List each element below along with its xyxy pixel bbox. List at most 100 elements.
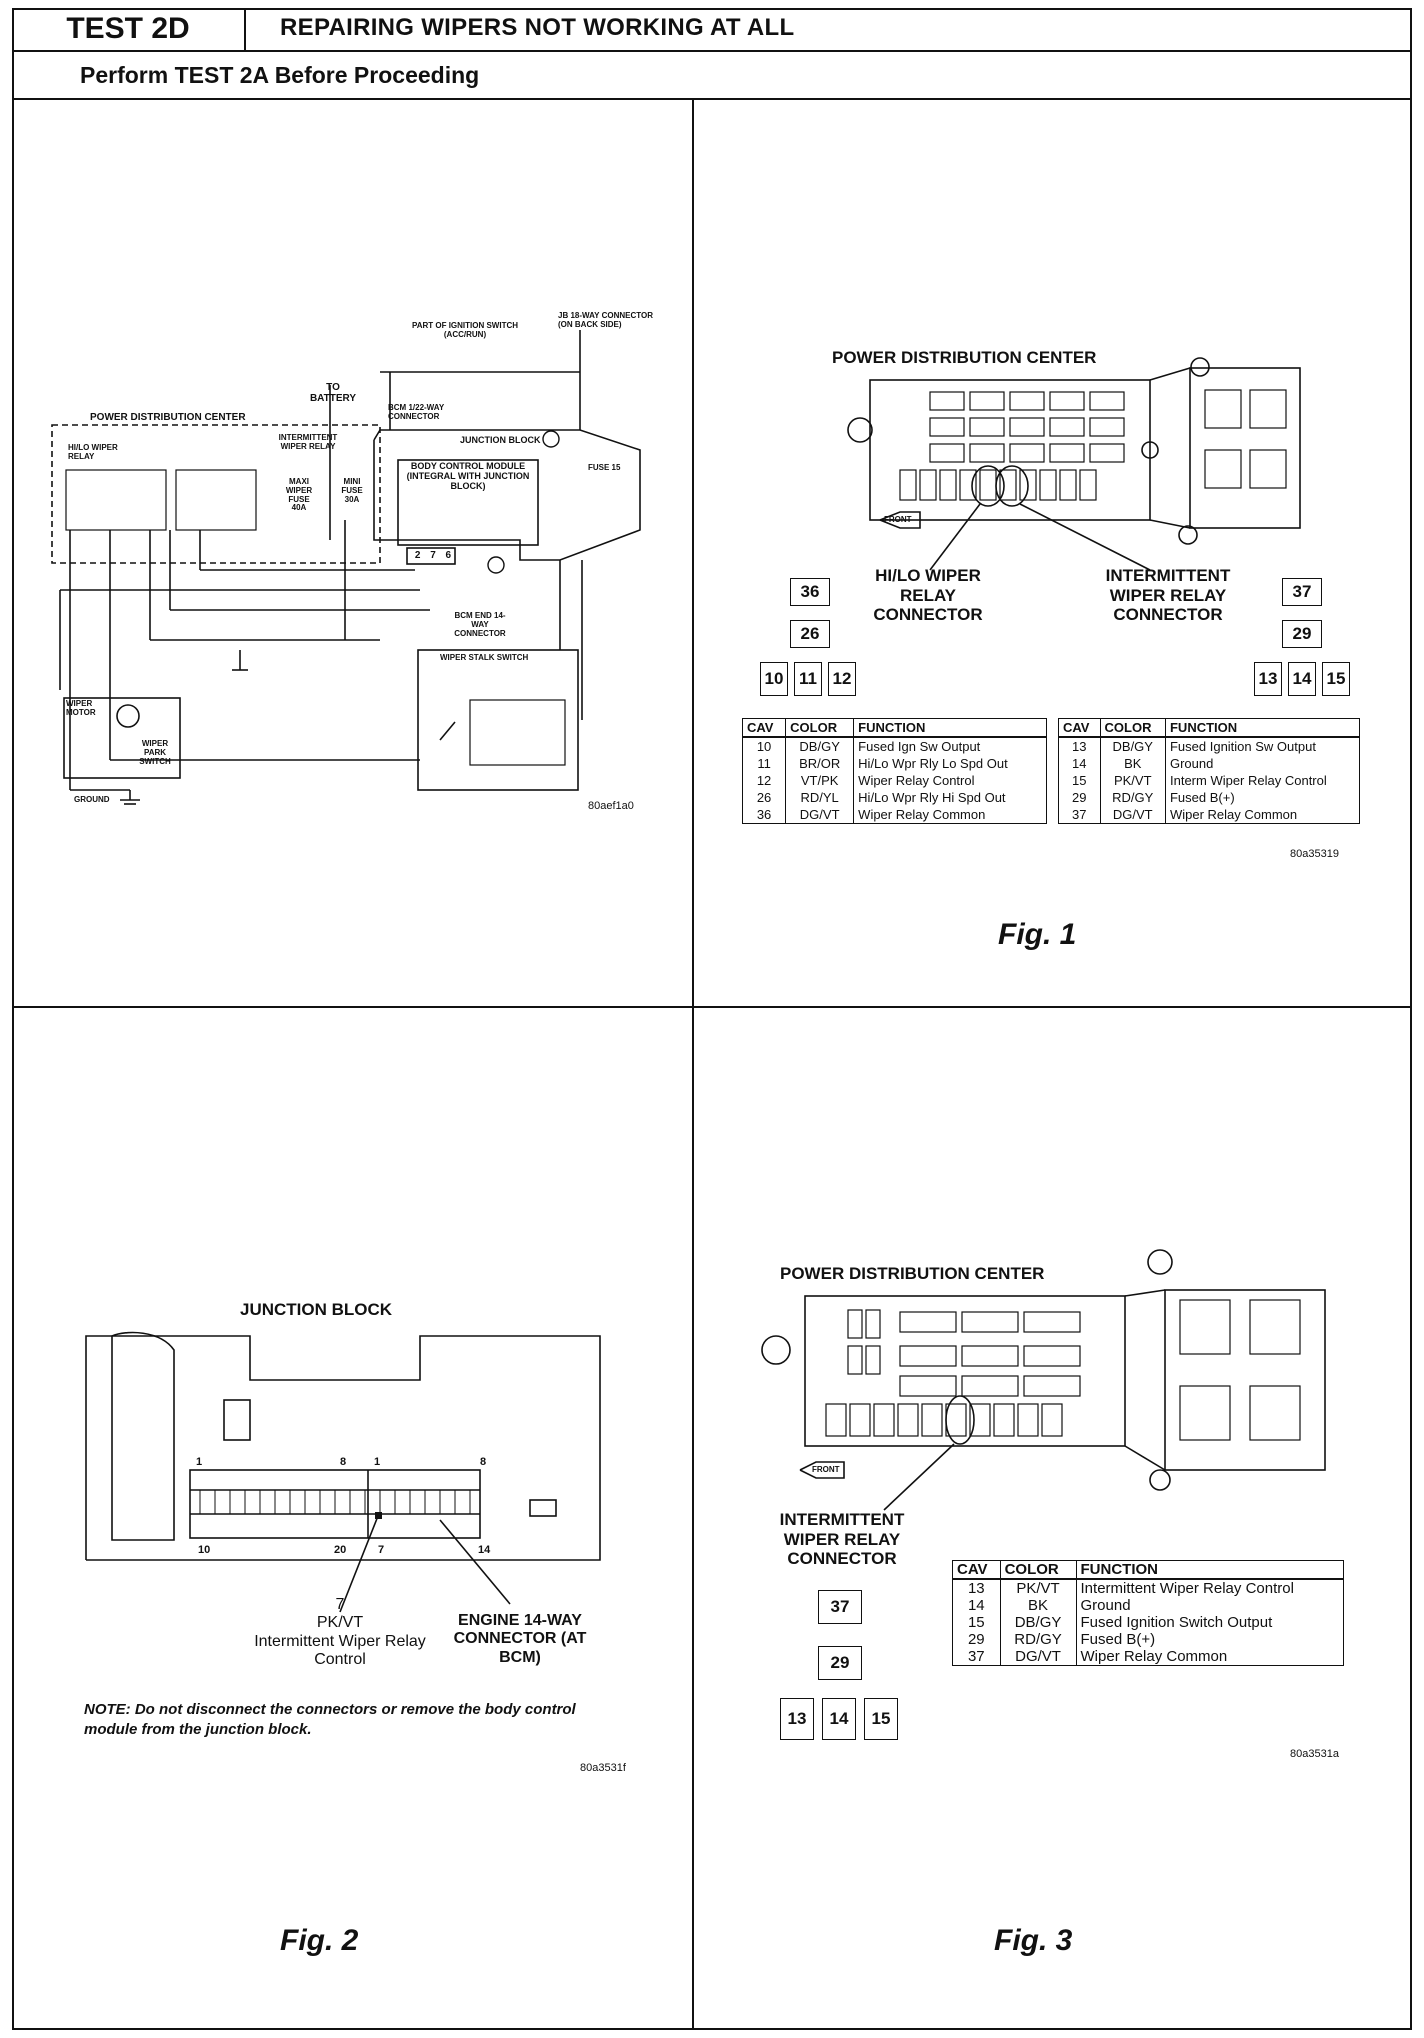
fig3-int-pin: 15	[864, 1698, 898, 1740]
fig1-hilo-pin-mid: 26	[790, 620, 830, 648]
fig2-callout-color: PK/VT	[316, 1614, 364, 1632]
schematic-label-to-battery: TO BATTERY	[309, 382, 357, 404]
test-title: REPAIRING WIPERS NOT WORKING AT ALL	[280, 14, 795, 41]
bcm-pin: 6	[445, 550, 452, 561]
note-label: NOTE:	[84, 1701, 131, 1718]
cav-cell: 37	[952, 1648, 1001, 1666]
pin-number: 7	[378, 1544, 385, 1556]
fig1-int-pin: 13	[1254, 662, 1282, 696]
cav-cell: 13	[1058, 737, 1101, 755]
page-frame	[12, 8, 1412, 2030]
color-cell: PK/VT	[999, 1579, 1077, 1597]
cav-cell: 12	[741, 772, 787, 789]
cav-cell: 14	[1058, 755, 1101, 772]
function-cell: Hi/Lo Wpr Rly Lo Spd Out	[853, 755, 1047, 772]
table-header: CAV	[952, 1560, 1001, 1580]
bcm-pin: 2	[414, 550, 421, 561]
color-cell: DB/GY	[1099, 737, 1166, 755]
pin-number: 8	[480, 1456, 487, 1468]
schematic-label-bcm-connector: BCM 1/22-WAY CONNECTOR	[388, 403, 445, 421]
fig3-int-pin: 13	[780, 1698, 814, 1740]
test-id: TEST 2D	[12, 8, 246, 50]
fig2-callout-function: Intermittent Wiper Relay Control	[254, 1632, 426, 1669]
table-header: COLOR	[999, 1560, 1077, 1580]
fig1-int-pin-top: 37	[1282, 578, 1322, 606]
function-cell: Wiper Relay Common	[853, 806, 1047, 824]
schematic-label-wiper-stalk-switch: WIPER STALK SWITCH	[440, 653, 529, 662]
fig1-code: 80a35319	[1290, 848, 1339, 860]
fig2-caption: Fig. 2	[280, 1924, 359, 1957]
schematic-label-wiper-motor: WIPER MOTOR	[66, 699, 96, 717]
pin-number: 1	[374, 1456, 381, 1468]
schematic-label-jb-connector: JB 18-WAY CONNECTOR (ON BACK SIDE)	[558, 311, 653, 329]
color-cell: RD/GY	[999, 1631, 1077, 1648]
divider	[12, 98, 1412, 100]
color-cell: BR/OR	[785, 755, 855, 772]
fig2-title: JUNCTION BLOCK	[240, 1300, 393, 1319]
pin-number: 20	[334, 1544, 347, 1556]
cav-cell: 11	[741, 755, 787, 772]
fig1-hilo-pin: 10	[760, 662, 788, 696]
fig2-junction-drawing	[85, 1331, 601, 1613]
function-cell: Intermittent Wiper Relay Control	[1075, 1579, 1345, 1597]
schematic-label-intermittent-relay: INTERMITTENT WIPER RELAY	[278, 433, 338, 451]
schematic-label-junction-block: JUNCTION BLOCK	[460, 435, 541, 445]
fig3-caption: Fig. 3	[994, 1924, 1073, 1957]
color-cell: DB/GY	[999, 1614, 1077, 1631]
schematic-label-wiper-park-switch: WIPER PARK SWITCH	[139, 739, 171, 766]
pin-number: 1	[196, 1456, 203, 1468]
schematic-label-mini-fuse: MINI FUSE 30A	[341, 477, 363, 504]
divider	[692, 98, 694, 2030]
pin-number: 8	[340, 1456, 347, 1468]
fig1-int-pin: 15	[1322, 662, 1350, 696]
function-cell: Wiper Relay Control	[853, 772, 1047, 789]
function-cell: Fused B(+)	[1075, 1631, 1345, 1648]
schematic-label-maxi-fuse: MAXI WIPER FUSE 40A	[285, 477, 313, 513]
color-cell: BK	[1099, 755, 1166, 772]
cav-cell: 26	[741, 789, 787, 806]
function-cell: Ground	[1164, 755, 1361, 772]
bcm-pin: 7	[430, 550, 436, 561]
fig3-int-label: INTERMITTENT WIPER RELAY CONNECTOR	[779, 1510, 905, 1569]
cav-cell: 14	[952, 1597, 1001, 1614]
cav-cell: 15	[1058, 772, 1101, 789]
schematic-label-pdc: POWER DISTRIBUTION CENTER	[90, 412, 246, 423]
fig3-title: POWER DISTRIBUTION CENTER	[780, 1264, 1045, 1283]
fig2-callout: 7 PK/VT Intermittent Wiper Relay Control	[240, 1596, 440, 1670]
cav-cell: 29	[952, 1631, 1001, 1648]
schematic-label-ground: GROUND	[74, 795, 110, 804]
schematic-label-bcm: BODY CONTROL MODULE (INTEGRAL WITH JUNCT…	[406, 461, 530, 491]
pin-number: 10	[198, 1544, 211, 1556]
cav-cell: 13	[952, 1579, 1001, 1597]
color-cell: RD/GY	[1099, 789, 1166, 806]
schematic-code: 80aef1a0	[588, 800, 634, 812]
fig3-int-pin-top: 37	[818, 1590, 862, 1624]
schematic-label-hilo-relay: HI/LO WIPER RELAY	[68, 443, 118, 461]
schematic-lines	[51, 330, 641, 805]
note-text: Do not disconnect the connectors or remo…	[84, 1701, 576, 1738]
fig2-code: 80a3531f	[580, 1762, 626, 1774]
fig2-callout-pin: 7	[335, 1596, 345, 1613]
table-header: FUNCTION	[853, 718, 1047, 738]
fig3-int-pin-mid: 29	[818, 1646, 862, 1680]
color-cell: VT/PK	[785, 772, 855, 789]
page-header: TEST 2D REPAIRING WIPERS NOT WORKING AT …	[12, 8, 1412, 52]
fig1-hilo-pin: 12	[828, 662, 856, 696]
fig3-front-label: FRONT	[812, 1465, 840, 1474]
schematic-label-bcm-end-connector: BCM END 14-WAY CONNECTOR	[454, 611, 506, 638]
color-cell: PK/VT	[1099, 772, 1166, 789]
test-subtitle: Perform TEST 2A Before Proceeding	[80, 62, 480, 88]
function-cell: Ground	[1075, 1597, 1345, 1614]
fig3-int-pin: 14	[822, 1698, 856, 1740]
